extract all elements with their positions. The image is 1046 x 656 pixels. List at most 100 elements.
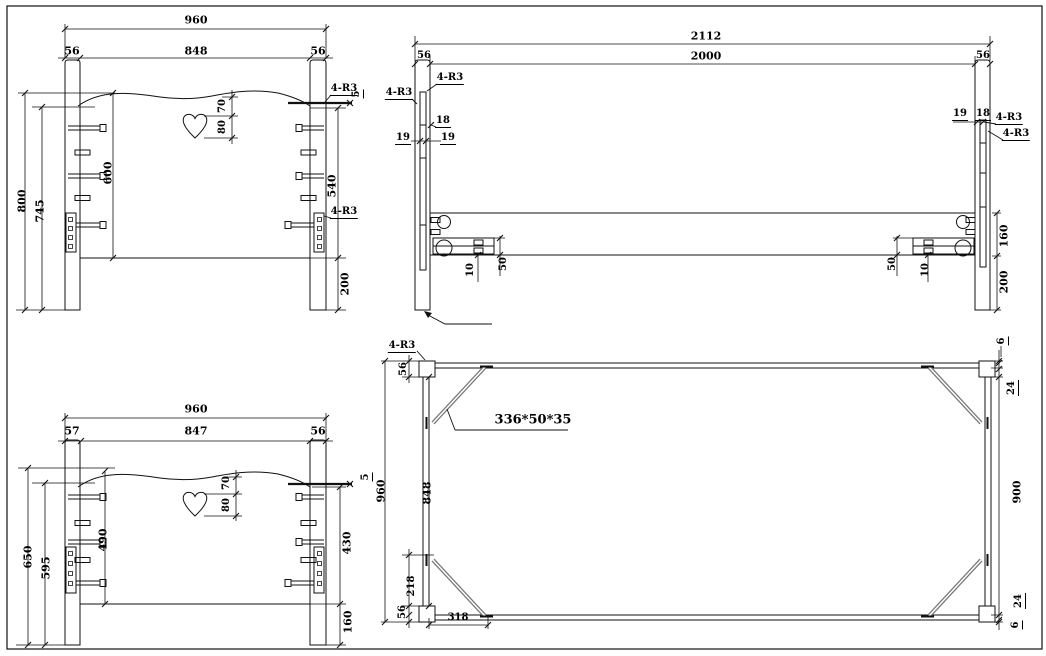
- topview-dim-ticks: [381, 357, 1003, 629]
- dim-sr-post-left: 56: [417, 50, 431, 61]
- footboard-left-post: [64, 439, 81, 646]
- dim-sr-hook18-right: 18: [975, 108, 991, 121]
- dim-sr-length-total: 2112: [690, 29, 722, 43]
- dim-hb-overall-width: 960: [184, 13, 208, 27]
- dim-tv-edge-bottom: 6: [1010, 620, 1023, 630]
- corner-block: [418, 360, 436, 378]
- headboard-top-wave: [77, 90, 311, 107]
- post-bottom-leader: [427, 314, 492, 325]
- headboard-left-post: [64, 59, 81, 311]
- dim-fb-post-right: 56: [310, 424, 326, 438]
- footboard-dim-lines: [27, 417, 341, 645]
- dim-hb-panel-height: 600: [101, 161, 115, 185]
- dim-hb-inner-width: 848: [184, 44, 208, 58]
- dim-tv-brace-vertical: 218: [406, 575, 417, 597]
- label-tv-brace-spec: 336*50*35: [494, 412, 572, 428]
- headboard-leaders: [323, 94, 332, 219]
- leader-arrowhead: [424, 311, 432, 318]
- dim-tv-offset-bottom: 24: [1013, 593, 1026, 609]
- cam-lock: [435, 239, 453, 257]
- dim-tv-edge-top: 6: [996, 336, 1009, 346]
- dim-sr-length-inner: 2000: [690, 49, 722, 63]
- lock-plate: [313, 212, 325, 253]
- corner-block: [978, 360, 996, 378]
- dim-sr-hook18-left: 18: [435, 115, 451, 128]
- dim-sr-hook19-left-b: 19: [440, 132, 456, 145]
- label-tv-fillet: 4-R3: [387, 340, 417, 353]
- dim-fb-heart-height: 80: [221, 498, 232, 512]
- dim-fb-cap-offset: 5: [360, 472, 373, 482]
- dim-fb-panel-height: 490: [96, 528, 110, 552]
- footboard-ext-lines: [16, 413, 346, 646]
- label-hb-fillet-top: 4-R3: [329, 83, 359, 96]
- corner-block: [978, 605, 996, 623]
- dim-hb-heart-offset: 70: [217, 99, 228, 113]
- dim-tv-inner-length: 900: [1010, 480, 1024, 504]
- dim-fb-right-height: 430: [340, 531, 354, 555]
- siderail-dim-ticks: [411, 40, 1001, 314]
- lock-plate: [65, 546, 77, 594]
- dim-tv-block-bottom: 56: [397, 605, 408, 619]
- headboard-ext-lines: [16, 24, 346, 311]
- corner-braces: [425, 365, 989, 618]
- dim-sr-hook19-right: 19: [952, 108, 968, 121]
- topview-dim-lines: [384, 350, 1000, 630]
- dim-tv-side-length: 848: [420, 481, 434, 505]
- dim-sr-bracket-offset-right: 10: [920, 263, 931, 277]
- dim-tv-height-total: 960: [374, 479, 388, 503]
- label-sr-fillet-left-inner: 4-R3: [384, 87, 414, 100]
- dim-hb-cap-offset: 5: [351, 89, 364, 99]
- siderail-dim-lines: [415, 43, 998, 310]
- dim-sr-rail-height: 160: [997, 224, 1011, 248]
- dim-sr-leg-height: 200: [997, 270, 1011, 294]
- corner-block: [418, 605, 436, 623]
- dim-fb-post-left: 57: [64, 424, 80, 438]
- heart-cutout: [182, 491, 208, 517]
- siderail-left-post: [414, 59, 431, 311]
- dim-sr-post-right: 56: [976, 50, 990, 61]
- cam-lock: [954, 239, 972, 257]
- siderail-leaders: [411, 83, 1004, 141]
- dim-sr-bracket-height-right: 50: [887, 257, 898, 271]
- frame-rails: [422, 362, 992, 621]
- dim-sr-bracket-height-left: 50: [498, 257, 509, 271]
- dim-hb-heart-height: 80: [217, 120, 228, 134]
- dim-fb-leg-height: 160: [341, 610, 355, 634]
- dim-hb-right-height: 540: [325, 174, 339, 198]
- headboard-view: [16, 24, 354, 314]
- siderail-view: [411, 36, 1004, 325]
- heart-cutout: [182, 113, 208, 139]
- headboard-dim-ticks: [21, 25, 354, 314]
- siderail-right-post: [974, 59, 991, 311]
- dim-fb-height-595: 595: [39, 556, 53, 580]
- footboard-hardware: [65, 493, 325, 594]
- dim-fb-heart-offset: 70: [221, 476, 232, 490]
- dim-hb-height-745: 745: [33, 199, 47, 223]
- lock-plate: [65, 212, 77, 253]
- dim-fb-height-total: 650: [21, 545, 35, 569]
- footboard-dim-ticks: [24, 414, 354, 649]
- label-sr-fillet-right-b: 4-R3: [1001, 128, 1031, 141]
- dim-fb-inner-width: 847: [184, 424, 208, 438]
- topview-ext-lines: [381, 346, 1003, 629]
- label-hb-fillet-plate: 4-R3: [329, 206, 359, 219]
- footboard-top-wave: [77, 471, 311, 488]
- label-sr-fillet-right-a: 4-R3: [994, 112, 1024, 125]
- hook-plate-left: [419, 91, 427, 271]
- dim-fb-overall-width: 960: [184, 402, 208, 416]
- dim-sr-hook19-left-a: 19: [395, 132, 411, 145]
- hook-plate-right: [979, 119, 987, 268]
- dim-hb-post-left: 56: [64, 44, 80, 58]
- dim-hb-leg-height: 200: [338, 272, 352, 296]
- dim-hb-post-right: 56: [310, 44, 326, 58]
- side-rail-plank: [430, 212, 975, 256]
- topview: [381, 346, 1003, 630]
- dim-tv-block-top: 56: [398, 362, 409, 376]
- label-sr-fillet-left-outer: 4-R3: [435, 72, 465, 85]
- dim-hb-height-total: 800: [15, 189, 29, 213]
- headboard-dim-lines: [24, 28, 339, 310]
- topview-leaders: [416, 350, 568, 431]
- headboard-hardware: [65, 124, 325, 253]
- dim-sr-bracket-offset-left: 10: [465, 263, 476, 277]
